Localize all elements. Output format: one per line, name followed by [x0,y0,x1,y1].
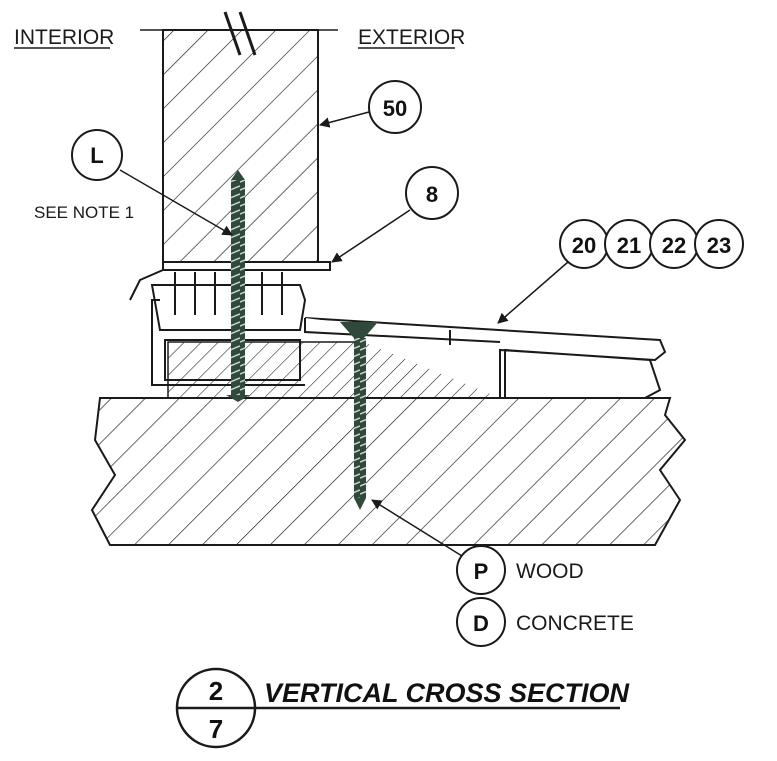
sheet-number: 7 [209,714,223,744]
callout-d-text: D [473,611,489,636]
exterior-label: EXTERIOR [358,26,465,49]
callout-p [456,545,506,595]
callout-d [456,597,506,647]
callout-l-text: L [90,143,103,168]
callout-21-text: 21 [617,233,641,258]
see-note-label: SEE NOTE 1 [34,203,134,222]
wood-label: WOOD [516,560,584,583]
callout-50-text: 50 [383,96,407,121]
floor-substrate [90,397,687,546]
leader-50 [318,111,370,128]
title-text: VERTICAL CROSS SECTION [264,678,630,708]
callout-20-text: 20 [572,233,596,258]
leader-20-23 [497,261,569,324]
concrete-label: CONCRETE [516,612,634,635]
leader-p [371,499,463,557]
screw-l [226,170,250,402]
callout-23-text: 23 [707,233,731,258]
detail-title: 2 7 VERTICAL CROSS SECTION [175,667,630,749]
callout-50 [368,80,422,134]
screw-p-d [340,322,378,510]
callout-8-text: 8 [426,182,438,207]
interior-label: INTERIOR [14,26,114,49]
callout-22-text: 22 [662,233,686,258]
callout-23 [694,219,744,269]
leader-l [119,169,233,236]
detail-number: 2 [209,676,223,706]
callout-8 [405,166,459,220]
leader-8 [331,209,411,263]
callout-group-20-23: 20 21 22 23 [559,219,744,269]
callout-l [71,129,123,181]
callout-p-text: P [474,559,489,584]
